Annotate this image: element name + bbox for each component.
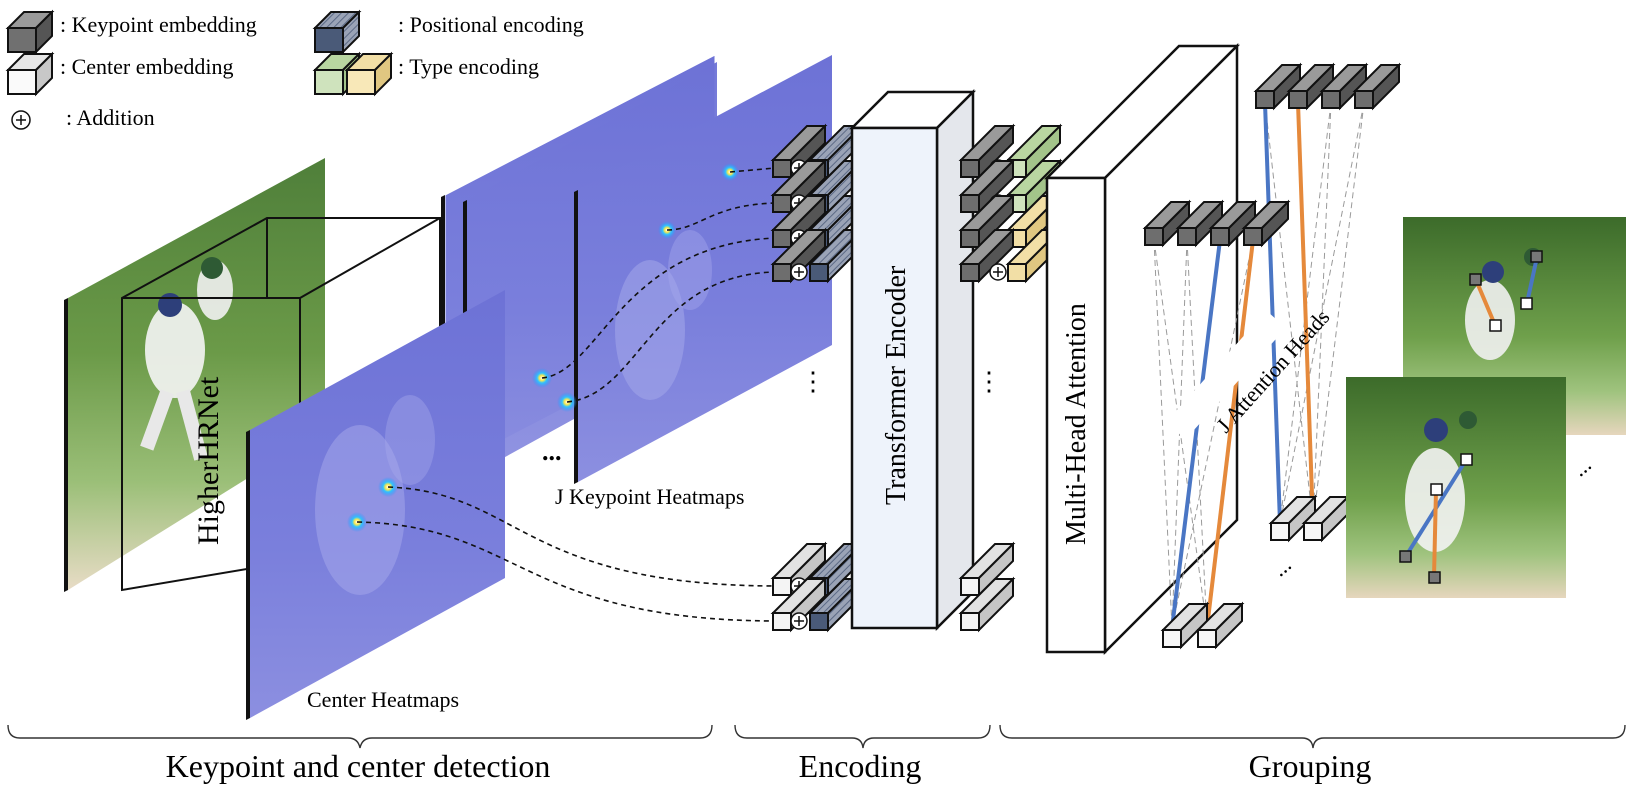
legend-addition: : Addition	[66, 105, 155, 130]
legend: : Keypoint embedding : Center embedding …	[5, 9, 584, 130]
multi-head-attention-label: Multi-Head Attention	[1061, 303, 1092, 545]
center-embedding-swatch	[5, 51, 55, 97]
stage-braces	[7, 724, 1626, 749]
grouping-tokens	[1142, 62, 1402, 650]
stage-detection: Keypoint and center detection	[166, 748, 551, 784]
addition-icon	[11, 110, 31, 130]
legend-center-embedding: : Center embedding	[60, 54, 234, 79]
backbone-label: HigherHRNet	[192, 376, 225, 545]
heatmap-to-token-connectors	[356, 167, 776, 622]
stage-encoding: Encoding	[799, 748, 922, 784]
input-image	[64, 158, 325, 592]
center-output-token	[958, 541, 1016, 598]
keypoint-query-token	[1286, 62, 1336, 111]
keypoint-output-token	[958, 227, 1016, 284]
keypoint-token	[770, 227, 828, 284]
keypoint-heatmap-stack	[441, 54, 832, 484]
keypoint-query-token	[1208, 199, 1258, 248]
center-output-token	[958, 576, 1016, 633]
transformer-encoder-label: Transformer Encoder	[881, 265, 912, 505]
keypoint-heatmaps-label: J Keypoint Heatmaps	[555, 484, 744, 509]
keypoint-output-token	[958, 123, 1016, 180]
multi-head-attention-block	[1043, 42, 1241, 656]
center-key-token	[1268, 494, 1318, 543]
grouping-ellipsis: ...	[1267, 552, 1296, 582]
heatmap-stack-ellipsis: ...	[542, 437, 562, 466]
keypoint-output-token	[958, 158, 1016, 215]
type-encoding-swatch	[312, 51, 394, 97]
positional-encoding-swatch	[312, 9, 362, 55]
legend-positional-encoding: : Positional encoding	[398, 12, 584, 37]
center-key-token	[1160, 601, 1210, 650]
keypoint-embedding-swatch	[5, 9, 55, 55]
addition-icon	[790, 263, 808, 281]
result-ellipsis: ...	[1567, 452, 1596, 482]
attention-highlight-lines	[1170, 102, 1315, 629]
stage-grouping: Grouping	[1249, 748, 1372, 784]
keypoint-query-token	[1253, 62, 1303, 111]
tokens-in-vertical-ellipsis: ⋮	[800, 367, 826, 396]
legend-keypoint-embedding: : Keypoint embedding	[60, 12, 257, 37]
transformer-encoder-block	[848, 88, 977, 632]
tokens-out-vertical-ellipsis: ⋮	[976, 367, 1002, 396]
result-image-front	[1346, 377, 1566, 598]
addition-icon	[790, 612, 808, 630]
center-heatmaps-label: Center Heatmaps	[307, 687, 459, 712]
keypoint-query-token	[1352, 62, 1402, 111]
legend-type-encoding: : Type encoding	[398, 54, 539, 79]
keypoint-query-token	[1241, 199, 1291, 248]
keypoint-output-token	[958, 193, 1016, 250]
center-token	[770, 541, 828, 598]
keypoint-query-token	[1319, 62, 1369, 111]
addition-icon	[989, 263, 1007, 281]
center-heatmap	[246, 290, 505, 720]
center-key-token	[1195, 601, 1245, 650]
